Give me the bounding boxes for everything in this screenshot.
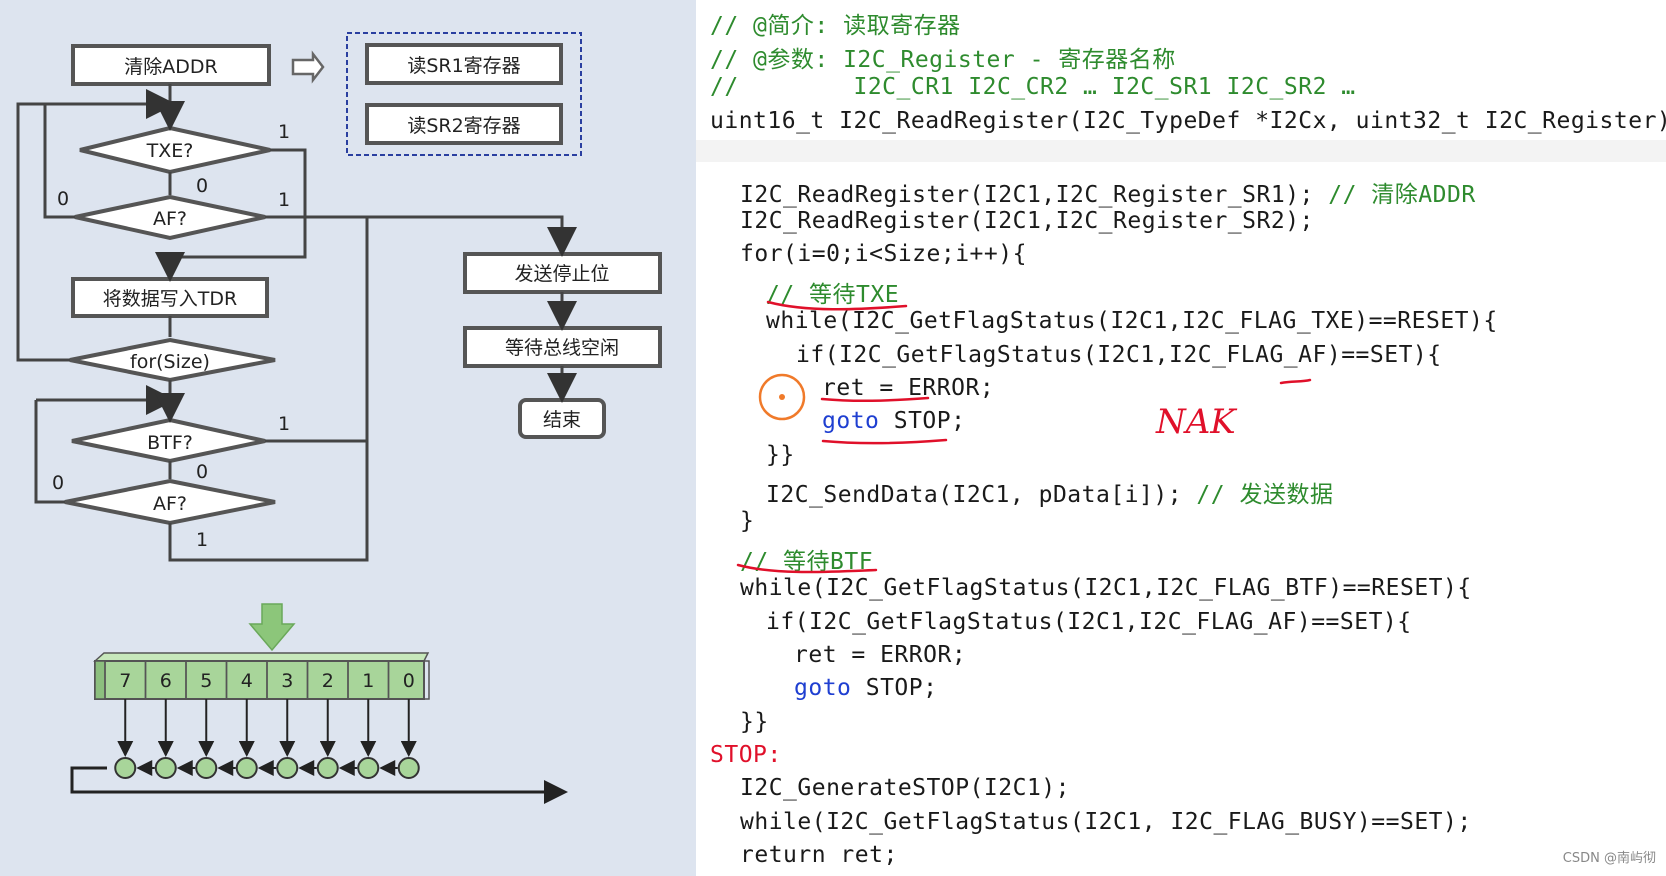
txe-branch-1: 1: [278, 121, 290, 143]
shift-node: [195, 757, 218, 779]
code-panel: // @简介: 读取寄存器 // @参数: I2C_Register - 寄存器…: [696, 0, 1666, 876]
code-line-4: // 等待TXE: [766, 282, 900, 308]
txe-branch-0: 0: [196, 175, 208, 197]
code-line-9: }}: [766, 442, 795, 468]
shift-node: [276, 757, 299, 779]
shift-node: [154, 757, 177, 779]
code-line-10: I2C_SendData(I2C1, pData[i]); // 发送数据: [766, 482, 1334, 508]
header-comment-brief: // @简介: 读取寄存器: [710, 13, 961, 39]
read-sr2-box: [365, 103, 563, 145]
code-line-13: while(I2C_GetFlagStatus(I2C1,I2C_FLAG_BT…: [740, 575, 1472, 601]
shift-chain: [114, 699, 420, 779]
code-line-17: }}: [740, 709, 769, 735]
clear-addr-label: 清除ADDR: [124, 56, 217, 78]
code-line-2: I2C_ReadRegister(I2C1,I2C_Register_SR2);: [740, 208, 1314, 234]
af2-branch-0: 0: [52, 472, 64, 494]
register-bit-label: 1: [362, 670, 374, 692]
watermark: CSDN @南屿彻: [1562, 851, 1656, 866]
cursor-circle-icon: [758, 373, 806, 421]
shift-node: [397, 757, 420, 779]
separator-band: [696, 140, 1666, 162]
down-arrow-icon: [248, 603, 296, 652]
code-line-12: // 等待BTF: [740, 549, 874, 575]
txe-label: TXE?: [146, 140, 194, 162]
af2-branch-1: 1: [196, 529, 208, 551]
read-sr1-box: [365, 43, 563, 85]
register-bit-label: 4: [241, 670, 253, 692]
underline-goto-stop: [821, 438, 948, 445]
code-line-1: I2C_ReadRegister(I2C1,I2C_Register_SR1);…: [740, 182, 1476, 208]
btf-label: BTF?: [147, 432, 193, 454]
nak-handwritten-note: NAK: [1156, 402, 1236, 442]
read-sr2-label: 读SR2寄存器: [407, 115, 520, 137]
af1-branch-1: 1: [278, 189, 290, 211]
code-line-18: STOP:: [710, 742, 782, 768]
shift-node: [235, 757, 258, 779]
code-line-15: ret = ERROR;: [794, 642, 967, 668]
flowchart-panel: 清除ADDR 读SR1寄存器 读SR2寄存器 TXE? AF? 将数据写入TDR…: [0, 0, 696, 876]
send-stop-box: [463, 252, 662, 294]
code-line-21: return ret;: [740, 842, 898, 868]
register-bit-label: 2: [322, 670, 334, 692]
code-line-6: if(I2C_GetFlagStatus(I2C1,I2C_FLAG_AF)==…: [796, 342, 1442, 368]
register-bit-label: 5: [200, 670, 212, 692]
code-line-11: }: [740, 508, 755, 534]
code-line-19: I2C_GenerateSTOP(I2C1);: [740, 775, 1070, 801]
code-line-16: goto STOP;: [794, 675, 938, 701]
shift-register: 7 6 5 4 3 2 1 0: [93, 652, 430, 700]
btf-branch-1: 1: [278, 413, 290, 435]
register-bit-label: 3: [281, 670, 293, 692]
send-stop-label: 发送停止位: [514, 263, 609, 285]
header-comment-list: // I2C_CR1 I2C_CR2 … I2C_SR1 I2C_SR2 …: [710, 74, 1356, 100]
wait-bus-label: 等待总线空闲: [505, 337, 619, 359]
af1-label: AF?: [153, 208, 187, 230]
write-tdr-label: 将数据写入TDR: [103, 288, 237, 310]
read-sr-group: [346, 32, 582, 156]
code-line-8: goto STOP;: [822, 408, 966, 434]
register-bit-label: 6: [160, 670, 172, 692]
code-line-3: for(i=0;i<Size;i++){: [740, 241, 1027, 267]
cursor-dot-icon: [779, 394, 785, 400]
code-line-20: while(I2C_GetFlagStatus(I2C1, I2C_FLAG_B…: [740, 809, 1472, 835]
function-signature: uint16_t I2C_ReadRegister(I2C_TypeDef *I…: [710, 108, 1666, 134]
shift-node: [114, 757, 137, 779]
flowchart-svg: 清除ADDR 读SR1寄存器 读SR2寄存器 TXE? AF? 将数据写入TDR…: [16, 32, 662, 804]
hollow-arrow-icon: [291, 50, 325, 84]
register-bit-label: 7: [119, 670, 131, 692]
btf-branch-0: 0: [196, 461, 208, 483]
header-comment-params: // @参数: I2C_Register - 寄存器名称: [710, 47, 1176, 73]
af1-branch-0: 0: [57, 188, 69, 210]
code-line-5: while(I2C_GetFlagStatus(I2C1,I2C_FLAG_TX…: [766, 308, 1498, 334]
register-bit-label: 0: [403, 670, 415, 692]
code-line-14: if(I2C_GetFlagStatus(I2C1,I2C_FLAG_AF)==…: [766, 609, 1412, 635]
af1-diamond: [74, 194, 266, 241]
af2-label: AF?: [153, 493, 187, 515]
for-size-label: for(Size): [130, 351, 210, 373]
read-sr1-label: 读SR1寄存器: [407, 55, 520, 77]
shift-node: [357, 757, 380, 779]
underline-af: [1279, 378, 1312, 385]
end-label: 结束: [543, 409, 581, 431]
shift-node: [316, 757, 339, 779]
code-line-7: ret = ERROR;: [822, 375, 995, 401]
